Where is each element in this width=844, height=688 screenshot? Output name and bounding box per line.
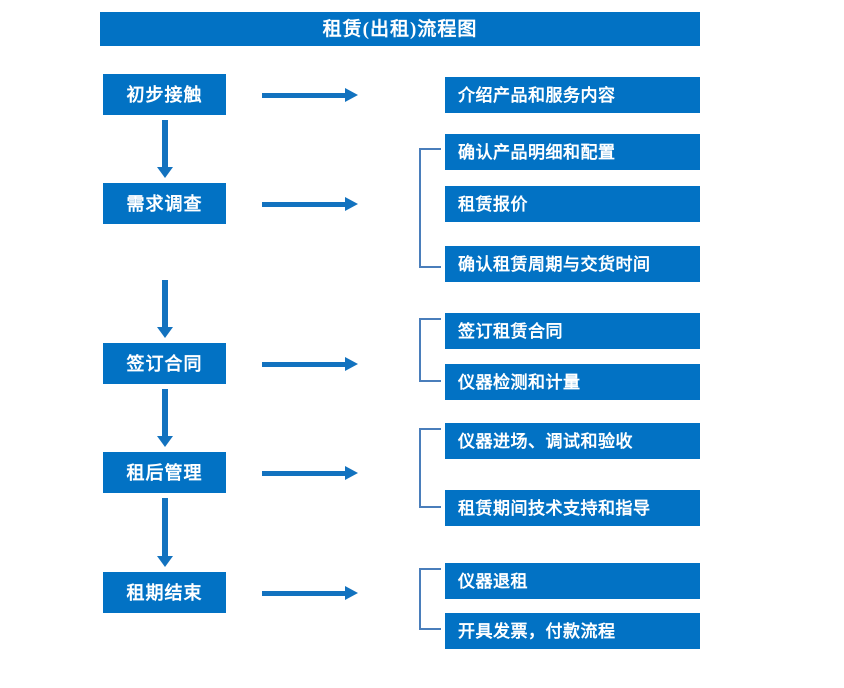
detail-box-6[interactable]: 仪器检测和计量 [445, 364, 700, 400]
arrow-head [345, 586, 358, 600]
detail-box-9[interactable]: 仪器退租 [445, 563, 700, 599]
horizontal-arrow-3 [262, 357, 358, 371]
horizontal-arrow-5 [262, 586, 358, 600]
vertical-arrow-1 [157, 120, 173, 178]
page-title: 租赁(出租)流程图 [100, 12, 700, 46]
group-bracket-2 [419, 318, 441, 382]
group-bracket-4 [419, 568, 441, 630]
stage-box-3[interactable]: 签订合同 [103, 343, 226, 384]
arrow-shaft [262, 591, 346, 596]
detail-box-7[interactable]: 仪器进场、调试和验收 [445, 423, 700, 459]
detail-box-4[interactable]: 确认租赁周期与交货时间 [445, 246, 700, 282]
detail-box-2[interactable]: 确认产品明细和配置 [445, 134, 700, 170]
detail-box-5[interactable]: 签订租赁合同 [445, 313, 700, 349]
detail-box-10[interactable]: 开具发票，付款流程 [445, 613, 700, 649]
arrow-head [345, 466, 358, 480]
arrow-head [345, 197, 358, 211]
detail-box-8[interactable]: 租赁期间技术支持和指导 [445, 490, 700, 526]
vertical-arrow-3 [157, 389, 173, 447]
arrow-head [157, 167, 173, 178]
stage-box-1[interactable]: 初步接触 [103, 74, 226, 115]
arrow-shaft [262, 362, 346, 367]
stage-box-2[interactable]: 需求调查 [103, 183, 226, 224]
stage-box-4[interactable]: 租后管理 [103, 452, 226, 493]
horizontal-arrow-2 [262, 197, 358, 211]
arrow-shaft [262, 93, 346, 98]
arrow-head [345, 88, 358, 102]
horizontal-arrow-1 [262, 88, 358, 102]
horizontal-arrow-4 [262, 466, 358, 480]
vertical-arrow-2 [157, 280, 173, 338]
detail-box-3[interactable]: 租赁报价 [445, 186, 700, 222]
arrow-shaft [162, 389, 168, 436]
arrow-head [345, 357, 358, 371]
detail-box-1[interactable]: 介绍产品和服务内容 [445, 77, 700, 113]
arrow-shaft [162, 498, 168, 556]
group-bracket-3 [419, 428, 441, 508]
arrow-shaft [162, 120, 168, 167]
arrow-head [157, 556, 173, 567]
group-bracket-1 [419, 148, 441, 268]
arrow-shaft [262, 471, 346, 476]
arrow-shaft [162, 280, 168, 327]
arrow-shaft [262, 202, 346, 207]
arrow-head [157, 327, 173, 338]
stage-box-5[interactable]: 租期结束 [103, 572, 226, 613]
vertical-arrow-4 [157, 498, 173, 567]
arrow-head [157, 436, 173, 447]
